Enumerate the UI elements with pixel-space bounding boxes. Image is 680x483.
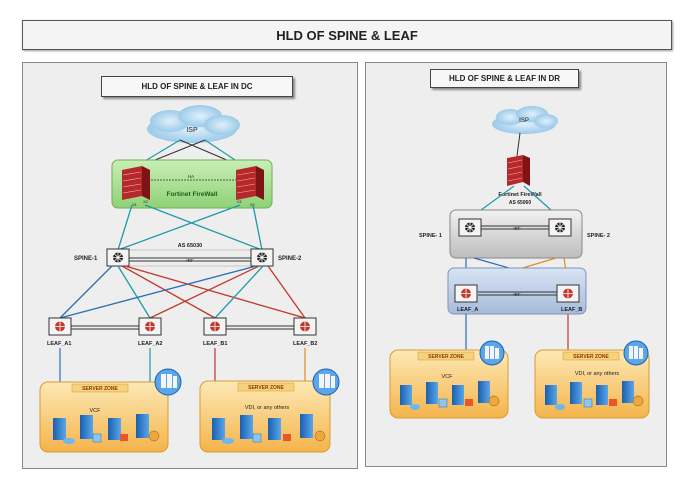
dr-leaf-a-switch-icon: [454, 284, 478, 303]
dc-isp-label: ISP: [186, 127, 198, 134]
dc-zone-2-storage-icon: [312, 368, 340, 396]
dc-zone-1-storage-icon: [154, 368, 182, 396]
page-title: HLD OF SPINE & LEAF: [22, 20, 672, 50]
dc-firewall-group: [111, 159, 273, 209]
dc-leaf-a1-label: LEAF_A1: [47, 341, 71, 347]
dc-leaf-a2-switch-icon: [138, 317, 162, 336]
dc-spine-2-label: SPINE-2: [278, 256, 302, 262]
dr-server-zone-1: SERVER ZONE VCF: [389, 349, 509, 419]
dr-firewall-label: Fortinet FireWall: [498, 192, 542, 198]
dr-spine-irf-label: IRF: [513, 226, 521, 231]
dc-leaf-a1-switch-icon: [48, 317, 72, 336]
dc-leaf-a2-label: LEAF_A2: [138, 341, 162, 347]
dr-spine-2-label: SPINE- 2: [587, 233, 610, 239]
dc-server-zone-2: SERVER ZONE VDI, or any others: [199, 380, 331, 453]
dr-spine-2-switch-icon: [548, 218, 572, 237]
dc-as-label: AS 65030: [178, 243, 202, 249]
dc-firewall-2-icon: [236, 166, 264, 200]
dc-fw2-port-x1: X1: [237, 199, 243, 204]
dc-fw2-port-x2: X2: [250, 202, 256, 207]
dr-spine-1-label: SPINE- 1: [419, 233, 442, 239]
dr-zone-1-storage-icon: [479, 340, 505, 366]
dr-leaf-group: [447, 267, 587, 315]
dc-ha-label: HA: [188, 174, 194, 179]
dc-server-zone-1: SERVER ZONE VCF: [39, 381, 169, 453]
dr-panel-title: HLD OF SPINE & LEAF IN DR: [430, 69, 579, 88]
dc-zone-2-title: SERVER ZONE: [248, 385, 284, 391]
dc-firewall-label: Fortinet FireWall: [166, 191, 217, 198]
dr-zone-1-title: SERVER ZONE: [428, 354, 464, 360]
dc-spine-1-label: SPINE-1: [74, 256, 98, 262]
dc-zone-1-label: VCF: [90, 408, 102, 414]
dc-panel-title: HLD OF SPINE & LEAF IN DC: [101, 76, 293, 97]
dc-spine-2-switch-icon: [250, 248, 274, 267]
dc-leaf-b1-label: LEAF_B1: [203, 341, 227, 347]
dr-zone-1-label: VCF: [442, 374, 454, 380]
dc-spine-1-switch-icon: [106, 248, 130, 267]
dr-server-zone-2: SERVER ZONE VDI, or any others: [534, 349, 650, 419]
dc-zone-2-label: VDI, or any others: [245, 405, 290, 411]
dr-leaf-b-switch-icon: [556, 284, 580, 303]
dr-firewall-icon: [507, 155, 530, 186]
dc-leaf-b1-switch-icon: [203, 317, 227, 336]
dr-leaf-a-label: LEAF_A: [457, 307, 478, 313]
dr-zone-2-storage-icon: [623, 340, 649, 366]
dr-as-label: AS 65060: [509, 200, 531, 206]
dc-irf-label: IRF: [186, 258, 194, 263]
dr-zone-2-label: VDI, or any others: [575, 371, 620, 377]
dr-isp-cloud: ISP: [492, 106, 558, 134]
dr-spine-1-switch-icon: [458, 218, 482, 237]
dc-leaf-b2-label: LEAF_B2: [293, 341, 317, 347]
dr-leaf-irf-label: IRF: [513, 292, 521, 297]
dc-isp-cloud: ISP: [147, 105, 240, 143]
dc-fw1-port-x1: X1: [132, 202, 138, 207]
dc-fw1-port-x2: X2: [143, 199, 149, 204]
dr-zone-2-title: SERVER ZONE: [573, 354, 609, 360]
dr-isp-label: ISP: [519, 118, 529, 124]
dc-firewall-1-icon: [122, 166, 150, 200]
dc-leaf-b2-switch-icon: [293, 317, 317, 336]
dr-leaf-b-label: LEAF_B: [561, 307, 582, 313]
dc-zone-1-title: SERVER ZONE: [82, 386, 118, 392]
